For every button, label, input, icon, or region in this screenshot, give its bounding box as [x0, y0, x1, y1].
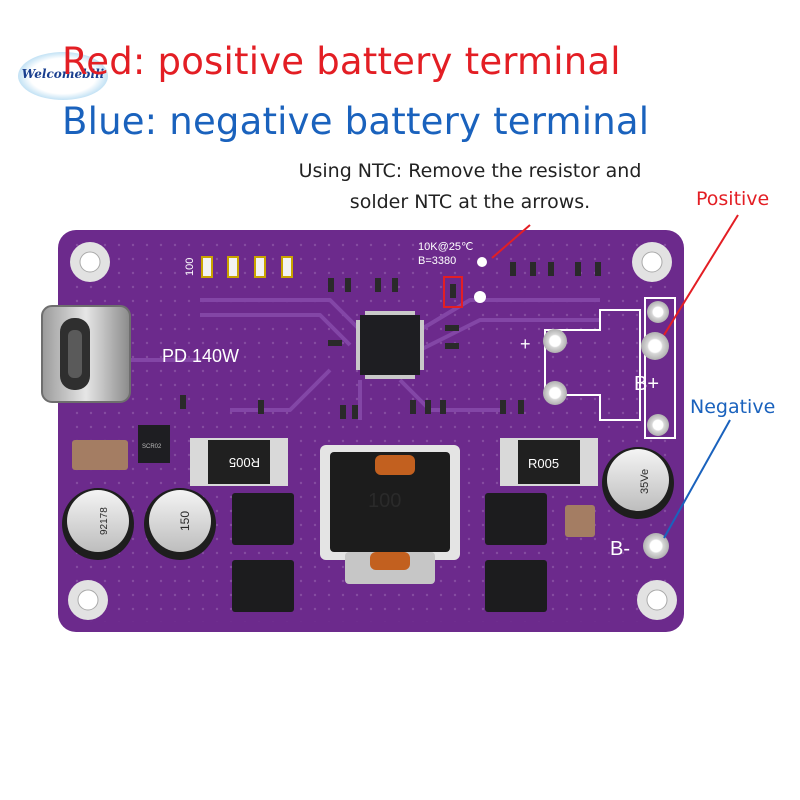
led-value-label: 100	[184, 258, 196, 276]
inductor-marking: 100	[368, 490, 401, 512]
mosfet-icon	[232, 493, 547, 612]
ntc-instruction: Using NTC: Remove the resistor and solde…	[270, 156, 670, 218]
capacitor-icon	[62, 447, 674, 560]
negative-label: Negative	[690, 396, 776, 418]
ntc-instruction-line-2: solder NTC at the arrows.	[349, 191, 591, 213]
led-icon	[201, 256, 293, 278]
ceramic-capacitor	[565, 505, 595, 537]
terminal-b-plus-label: B+	[634, 373, 659, 395]
mounting-hole-icon	[68, 242, 677, 620]
capacitor-marking: 35Ve	[639, 469, 651, 494]
ntc-pad	[474, 291, 486, 303]
watermark-logo: Welcomebili	[18, 52, 108, 100]
shunt-resistor-left	[190, 438, 288, 486]
ntc-instruction-line-1: Using NTC: Remove the resistor and	[298, 160, 642, 182]
capacitor-marking: 92178	[99, 507, 110, 535]
shunt-left-marking: R005	[229, 455, 260, 470]
shunt-right-marking: R005	[528, 456, 559, 471]
terminal-holes	[543, 301, 669, 559]
positive-terminal-caption: Red: positive battery terminal	[62, 40, 621, 83]
plus-mark-label: +	[520, 334, 531, 354]
usb-c-port-icon	[41, 305, 131, 403]
ntc-pad	[477, 257, 487, 267]
ntc-spec-label: 10K@25℃	[418, 241, 473, 253]
positive-arrow	[663, 214, 739, 336]
controller-ic	[356, 311, 424, 379]
capacitor-marking: 150	[178, 511, 192, 531]
small-ic	[138, 425, 170, 463]
ntc-marker	[443, 276, 463, 308]
pd-rating-label: PD 140W	[162, 346, 239, 366]
ntc-spec-label: B=3380	[418, 255, 456, 267]
watermark-ring	[18, 52, 108, 100]
shunt-resistor-right	[500, 438, 598, 486]
ceramic-capacitor	[72, 440, 128, 470]
positive-label: Positive	[696, 188, 770, 210]
negative-terminal-caption: Blue: negative battery terminal	[62, 100, 650, 143]
ntc-arrow	[491, 224, 531, 259]
watermark-text: Welcomebili	[21, 67, 105, 81]
terminal-b-minus-label: B-	[610, 538, 630, 560]
inductor-icon	[320, 445, 460, 584]
negative-arrow	[663, 419, 731, 539]
small-ic-marking: SCR02	[142, 444, 162, 450]
smd-resistors	[180, 262, 601, 419]
